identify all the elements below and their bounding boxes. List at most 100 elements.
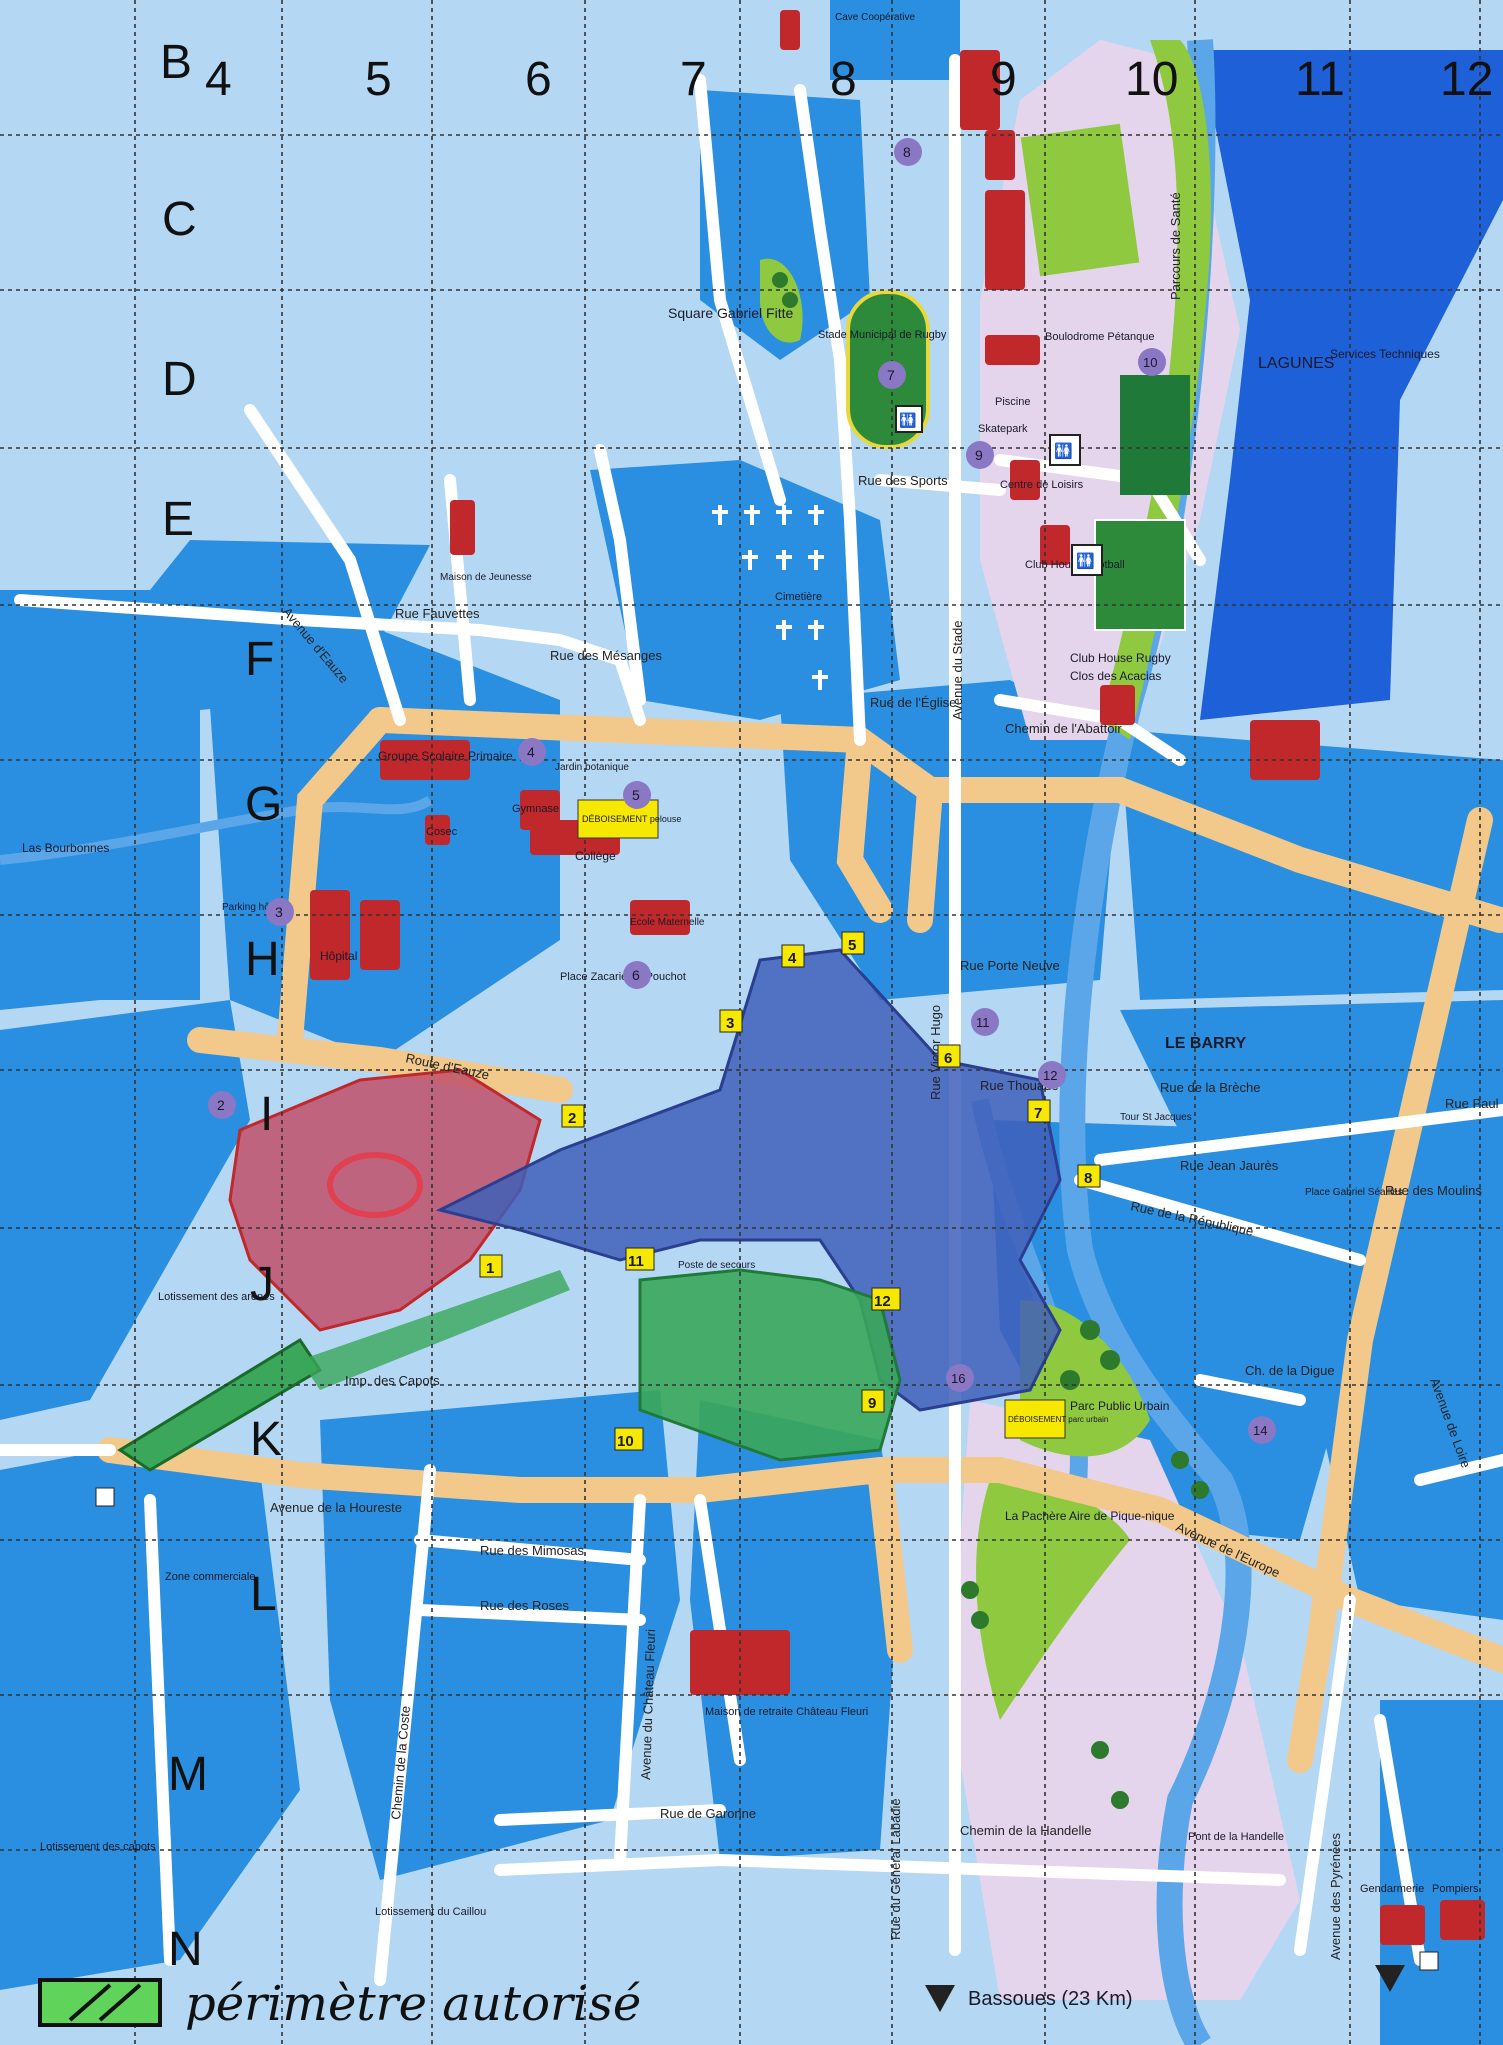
yellow-marker-11[interactable]: 11 bbox=[625, 1247, 655, 1271]
label-pont-handelle: Pont de la Handelle bbox=[1188, 1831, 1284, 1843]
lagoon bbox=[1200, 50, 1503, 720]
road-chemin-abattoir: Chemin de l'Abattoir bbox=[1005, 721, 1122, 736]
road-imp-capots: Imp. des Capots bbox=[345, 1373, 440, 1388]
label-le-barry: LE BARRY bbox=[1165, 1035, 1247, 1052]
label-centre-loisirs: Centre de Loisirs bbox=[1000, 479, 1084, 491]
yellow-marker-2[interactable]: 2 bbox=[561, 1104, 585, 1128]
label-place-zacarie: Place Zacarie de Pouchot bbox=[560, 971, 686, 983]
label-gendarmerie: Gendarmerie bbox=[1360, 1883, 1424, 1895]
label-parc-public: Parc Public Urbain bbox=[1070, 1399, 1169, 1413]
label-lotissement-caillou: Lotissement du Caillou bbox=[375, 1906, 486, 1918]
label-stade: Stade Municipal de Rugby bbox=[818, 329, 947, 341]
label-cosec: Cosec bbox=[426, 826, 458, 838]
yellow-marker-12[interactable]: 12 bbox=[871, 1287, 901, 1311]
yellow-marker-10[interactable]: 10 bbox=[614, 1427, 644, 1451]
green-link bbox=[300, 1270, 570, 1390]
yellow-marker-6[interactable]: 6 bbox=[937, 1044, 961, 1068]
grid-row-k: K bbox=[250, 1413, 282, 1466]
toilet-icon: 🚻 bbox=[895, 405, 923, 433]
grid-row-c: C bbox=[162, 193, 197, 246]
purple-marker-4-label: 4 bbox=[527, 744, 535, 760]
yellow-marker-7[interactable]: 7 bbox=[1027, 1099, 1051, 1123]
label-piscine: Piscine bbox=[995, 396, 1030, 408]
purple-marker-16-label: 16 bbox=[951, 1371, 965, 1386]
label-services-techniques: Services Techniques bbox=[1330, 347, 1440, 361]
grid-col-5: 5 bbox=[365, 53, 392, 106]
purple-marker-14[interactable]: 14 bbox=[1248, 1416, 1276, 1444]
label-college: Collège bbox=[575, 849, 616, 863]
yellow-marker-8-label: 8 bbox=[1084, 1170, 1092, 1187]
road-avenue-pyrenees: Avenue des Pyrénées bbox=[1328, 1833, 1343, 1960]
green-field bbox=[1120, 375, 1190, 495]
yellow-marker-9[interactable]: 9 bbox=[861, 1389, 885, 1413]
purple-marker-7[interactable]: 7 bbox=[878, 361, 906, 389]
label-ecole-maternelle: Ecole Maternelle bbox=[630, 917, 705, 928]
label-maison-retraite: Maison de retraite Château Fleuri bbox=[705, 1706, 868, 1718]
purple-marker-8[interactable]: 8 bbox=[894, 138, 922, 166]
yellow-marker-7-label: 7 bbox=[1034, 1105, 1042, 1122]
purple-marker-5[interactable]: 5 bbox=[623, 781, 651, 809]
purple-markers[interactable]: 2 3 4 5 6 7 8 9 10 11 12 14 16 bbox=[208, 138, 1276, 1444]
direction-arrow-icon bbox=[1375, 1965, 1405, 1992]
grid-col-4: 4 bbox=[205, 53, 232, 106]
grid-col-7: 7 bbox=[680, 53, 707, 106]
grid-col-11: 11 bbox=[1295, 53, 1345, 106]
purple-marker-10-label: 10 bbox=[1143, 355, 1157, 370]
label-gymnase: Gymnase bbox=[512, 803, 559, 815]
road-avenue-hourquete: Avenue de la Houreste bbox=[270, 1500, 402, 1515]
label-clos-acacias: Clos des Acacias bbox=[1070, 669, 1161, 683]
yellow-marker-5-label: 5 bbox=[848, 937, 856, 954]
label-square: Square Gabriel Fitte bbox=[668, 305, 793, 321]
yellow-marker-3[interactable]: 3 bbox=[719, 1009, 743, 1033]
main-roads bbox=[97, 707, 1503, 1773]
yellow-marker-5[interactable]: 5 bbox=[841, 931, 865, 955]
purple-marker-12[interactable]: 12 bbox=[1038, 1061, 1066, 1089]
label-la-pachere: La Pachère Aire de Pique-nique bbox=[1005, 1509, 1175, 1523]
road-rue-moulins: Rue des Moulins bbox=[1385, 1183, 1482, 1198]
label-zone-commerciale: Zone commerciale bbox=[165, 1571, 255, 1583]
yellow-markers[interactable]: 1 2 3 4 5 6 7 8 9 10 11 12 bbox=[479, 931, 1101, 1451]
purple-marker-16[interactable]: 16 bbox=[946, 1364, 974, 1392]
road-rue-victor-hugo: Rue Victor Hugo bbox=[928, 1005, 943, 1100]
purple-marker-4[interactable]: 4 bbox=[518, 738, 546, 766]
purple-marker-7-label: 7 bbox=[887, 367, 895, 383]
label-cave: Cave Coopérative bbox=[835, 12, 915, 23]
purple-marker-2[interactable]: 2 bbox=[208, 1091, 236, 1119]
grid-col-b: B bbox=[160, 36, 192, 89]
football-field bbox=[1094, 519, 1186, 631]
old-town-zone bbox=[435, 948, 1062, 1412]
label-boulodrome: Boulodrome Pétanque bbox=[1045, 331, 1154, 343]
purple-marker-3[interactable]: 3 bbox=[266, 898, 294, 926]
purple-marker-9[interactable]: 9 bbox=[966, 441, 994, 469]
purple-marker-9-label: 9 bbox=[975, 447, 983, 463]
grid-row-i: I bbox=[260, 1088, 273, 1141]
grid-row-m: M bbox=[168, 1748, 208, 1801]
toilet-icon bbox=[95, 1487, 115, 1507]
purple-marker-2-label: 2 bbox=[217, 1097, 225, 1113]
grid-row-l: L bbox=[250, 1568, 277, 1621]
river-west bbox=[0, 795, 433, 865]
purple-marker-11[interactable]: 11 bbox=[971, 1008, 999, 1036]
road-rue-garonne: Rue de Garonne bbox=[660, 1806, 756, 1821]
grid-col-10: 10 bbox=[1125, 53, 1178, 106]
deboisement-note-1-text: DÉBOISEMENT pelouse bbox=[582, 814, 681, 824]
label-maison-jeunesse: Maison de Jeunesse bbox=[440, 572, 532, 583]
purple-marker-11-label: 11 bbox=[976, 1015, 990, 1030]
grid-col-8: 8 bbox=[830, 53, 857, 106]
purple-marker-6[interactable]: 6 bbox=[623, 961, 651, 989]
purple-marker-10[interactable]: 10 bbox=[1138, 348, 1166, 376]
yellow-marker-1[interactable]: 1 bbox=[479, 1254, 503, 1278]
yellow-marker-4[interactable]: 4 bbox=[781, 944, 805, 968]
purple-marker-12-label: 12 bbox=[1043, 1068, 1057, 1083]
yellow-marker-8[interactable]: 8 bbox=[1077, 1164, 1101, 1188]
toilet-icons: 🚻 🚻 🚻 bbox=[95, 405, 1439, 1971]
purple-marker-6-label: 6 bbox=[632, 967, 640, 983]
deboisement-note-2-text: DÉBOISEMENT parc urbain bbox=[1008, 1415, 1108, 1424]
yellow-marker-10-label: 10 bbox=[617, 1433, 634, 1450]
label-cimetiere: Cimetière bbox=[775, 591, 822, 603]
direction-arrow-icon bbox=[925, 1985, 955, 2012]
deboisement-note-2 bbox=[1004, 1399, 1066, 1439]
road-rue-jean-jaures: Rue Jean Jaurès bbox=[1180, 1158, 1279, 1173]
road-rue-breche: Rue de la Brèche bbox=[1160, 1080, 1260, 1095]
